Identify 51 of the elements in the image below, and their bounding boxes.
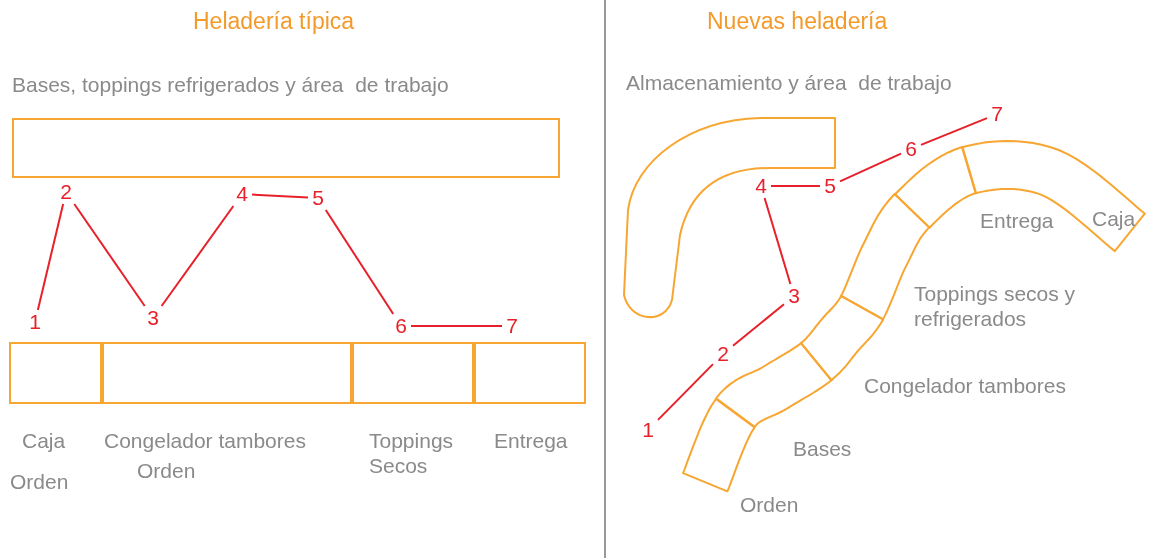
area-label: Orden [740, 492, 799, 518]
step-number: 1 [638, 418, 658, 442]
route-line [732, 303, 785, 347]
step-number: 1 [25, 310, 45, 334]
route-line [770, 185, 821, 187]
counter-section [680, 396, 757, 494]
step-number: 2 [713, 342, 733, 366]
work-area-rect [12, 118, 560, 178]
step-number: 7 [502, 314, 522, 338]
step-number: 2 [56, 180, 76, 204]
step-number: 5 [308, 186, 328, 210]
area-label: Toppings secos y refrigerados [914, 281, 1077, 332]
step-number: 6 [391, 314, 411, 338]
area-label: Orden [137, 458, 196, 484]
area-label: Entrega [494, 428, 568, 454]
area-label: Congelador tambores [864, 373, 1066, 399]
area-label: Toppings Secos [369, 428, 455, 479]
counter-section [892, 144, 978, 230]
panel-title: Heladería típica [193, 8, 355, 35]
area-label: Almacenamiento y área de trabajo [626, 70, 952, 96]
step-number: 3 [784, 284, 804, 308]
area-label: Bases [793, 436, 852, 462]
station-rect [102, 342, 352, 404]
area-label: Congelador tambores [104, 428, 306, 454]
station-rect [352, 342, 474, 404]
panel-title: Nuevas heladería [707, 8, 888, 35]
route-line [251, 193, 309, 199]
station-rect [474, 342, 586, 404]
route-line [160, 205, 235, 307]
route-line [36, 203, 65, 311]
area-label: Orden [10, 469, 69, 495]
area-label: Bases, toppings refrigerados y área de trabajo [12, 72, 449, 98]
step-number: 4 [751, 174, 771, 198]
station-rect [9, 342, 102, 404]
area-label: Entrega [980, 208, 1054, 234]
area-label: Caja [1092, 206, 1136, 232]
route-line [324, 209, 395, 315]
route-line [920, 117, 988, 146]
step-number: 4 [232, 182, 252, 206]
area-label: Caja [22, 428, 66, 454]
route-line [839, 152, 902, 183]
step-number: 6 [901, 137, 921, 161]
step-number: 7 [987, 102, 1007, 126]
counter-section [713, 341, 834, 430]
route-line [410, 325, 503, 327]
counter-section [960, 138, 1147, 253]
step-number: 5 [820, 174, 840, 198]
route-line [73, 203, 146, 307]
step-number: 3 [143, 306, 163, 330]
route-line [763, 197, 792, 285]
route-line [657, 363, 714, 421]
